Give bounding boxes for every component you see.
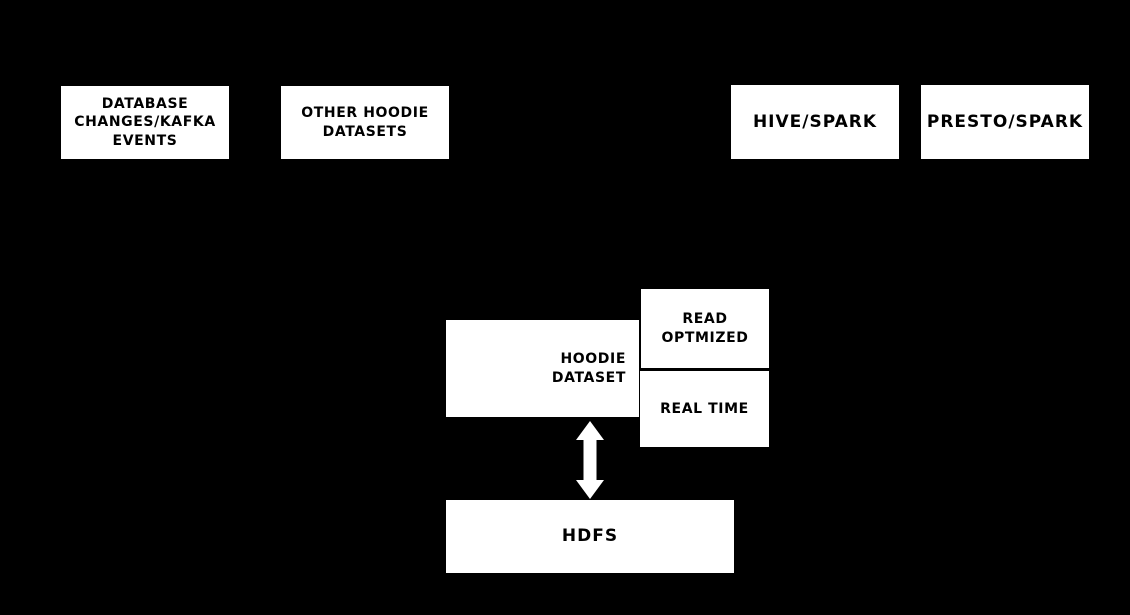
node-label-hoodie-dataset: HOODIE DATASET	[551, 351, 626, 386]
node-hive-spark: HIVE/SPARK	[731, 85, 899, 159]
node-real-time: REAL TIME	[640, 371, 769, 447]
node-presto-spark: PRESTO/SPARK	[921, 85, 1089, 159]
node-label-hdfs: HDFS	[561, 526, 619, 547]
node-label-presto-spark: PRESTO/SPARK	[926, 111, 1084, 132]
node-label-database-changes: DATABASE CHANGES/KAFKA EVENTS	[74, 95, 216, 149]
node-label-read-optimized: READ OPTMIZED	[661, 311, 749, 346]
node-label-hive-spark: HIVE/SPARK	[752, 111, 878, 132]
node-database-changes-kafka-events: DATABASE CHANGES/KAFKA EVENTS	[61, 86, 229, 159]
node-label-real-time: REAL TIME	[660, 400, 749, 417]
up-down-arrow-icon	[576, 421, 604, 499]
node-read-optimized: READ OPTMIZED	[641, 289, 769, 368]
node-hoodie-dataset: HOODIE DATASET	[446, 320, 639, 417]
node-label-other-hoodie-datasets: OTHER HOODIE DATASETS	[301, 105, 429, 140]
node-other-hoodie-datasets: OTHER HOODIE DATASETS	[281, 86, 449, 159]
node-hdfs: HDFS	[446, 500, 734, 573]
